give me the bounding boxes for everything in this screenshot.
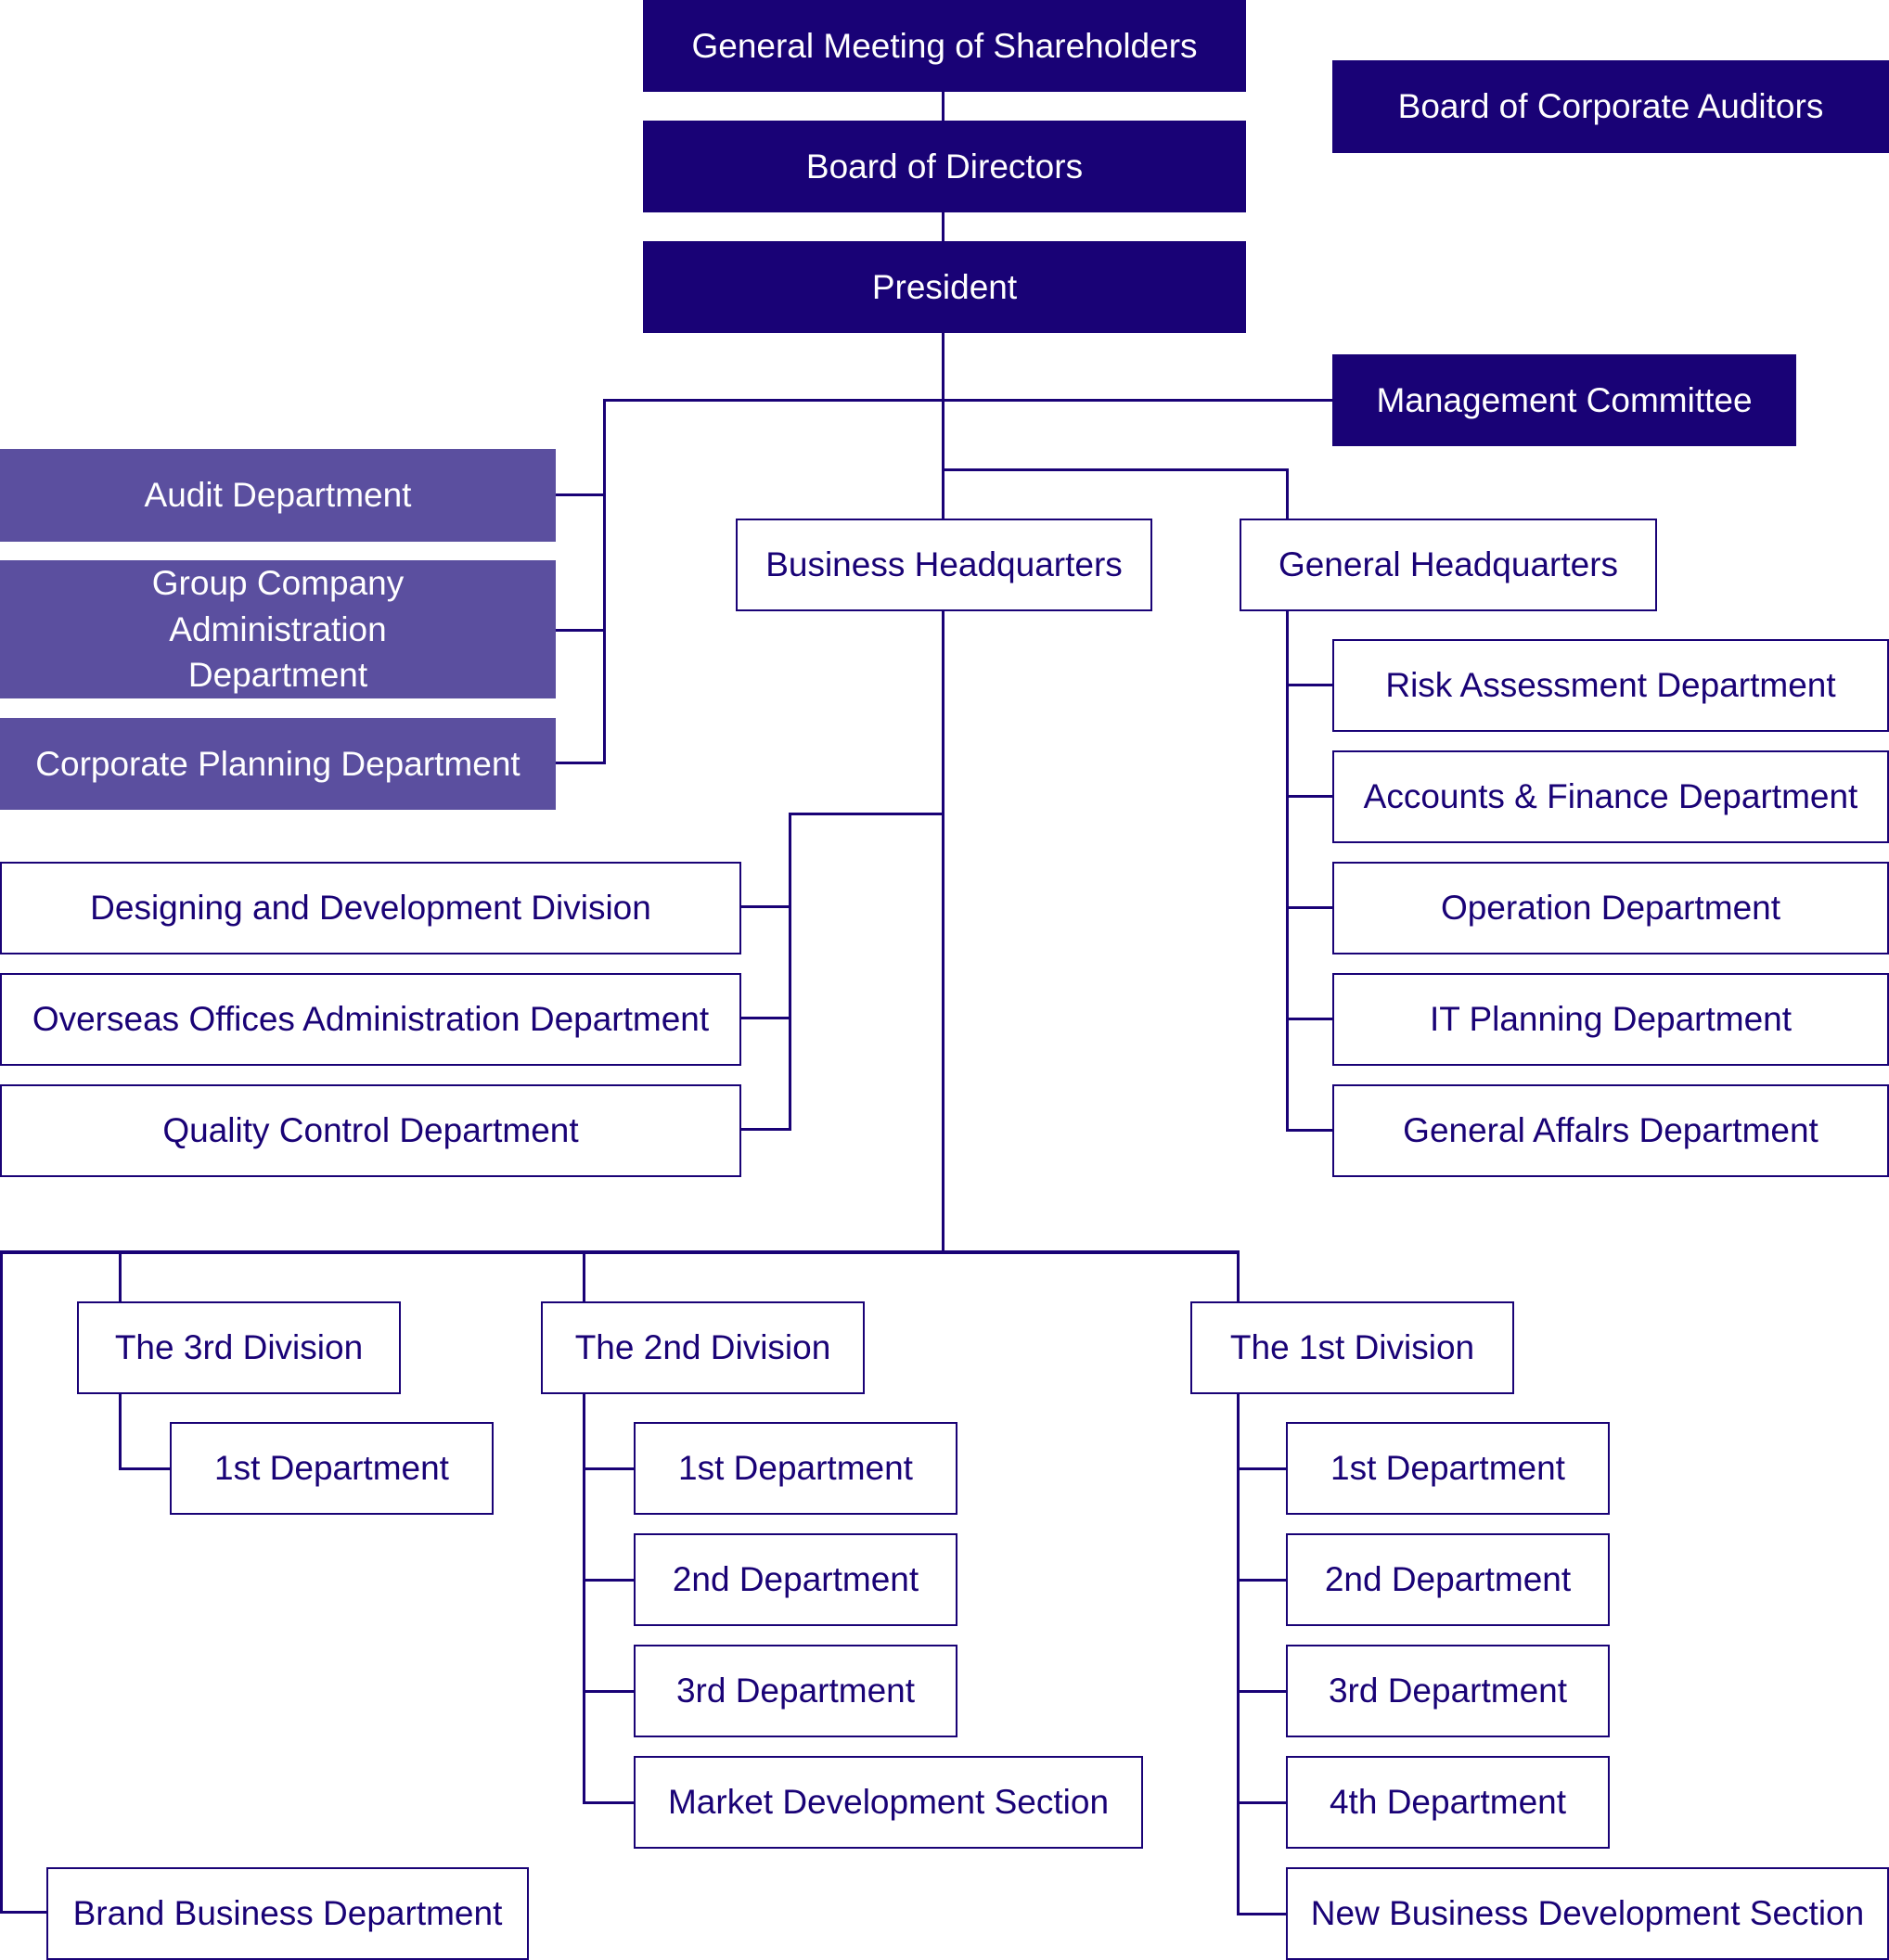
connector-line xyxy=(1237,1579,1287,1582)
general-hq-department: Risk Assessment Department xyxy=(1332,639,1889,732)
connector-line xyxy=(1286,684,1332,686)
group-company-admin-box: Group Company Administration Department xyxy=(0,560,556,698)
audit-department-box: Audit Department xyxy=(0,449,556,542)
connector-line xyxy=(1237,1392,1240,1915)
brand-business-box: Brand Business Department xyxy=(46,1867,529,1960)
division-department: New Business Development Section xyxy=(1286,1867,1889,1960)
business-hq-department: Designing and Development Division xyxy=(0,862,741,954)
connector-line xyxy=(789,813,791,1131)
division-department: 3rd Department xyxy=(1286,1645,1610,1737)
connector-line xyxy=(1286,468,1289,520)
connector-line xyxy=(119,1467,171,1470)
connector-line xyxy=(740,905,791,908)
connector-line xyxy=(1286,795,1332,798)
second-division-box: The 2nd Division xyxy=(541,1301,865,1394)
connector-line xyxy=(1286,1129,1332,1132)
connector-line xyxy=(1286,906,1332,909)
connector-line xyxy=(1237,1913,1287,1915)
connector-line xyxy=(942,332,944,1250)
corporate-planning-box: Corporate Planning Department xyxy=(0,718,556,810)
connector-line xyxy=(583,1467,635,1470)
division-department: 1st Department xyxy=(1286,1422,1610,1515)
board-of-directors-box: Board of Directors xyxy=(643,121,1246,212)
connector-line xyxy=(555,493,606,496)
connector-line xyxy=(0,1911,48,1914)
connector-line xyxy=(555,629,606,632)
connector-line xyxy=(942,91,944,121)
division-department: 2nd Department xyxy=(1286,1533,1610,1626)
general-hq-box: General Headquarters xyxy=(1240,519,1657,611)
connector-line xyxy=(583,1690,635,1693)
connector-line xyxy=(1237,1467,1287,1470)
connector-line xyxy=(942,211,944,241)
management-committee-box: Management Committee xyxy=(1332,354,1796,446)
connector-line xyxy=(789,813,944,815)
general-hq-department: IT Planning Department xyxy=(1332,973,1889,1066)
connector-line xyxy=(1237,1250,1240,1302)
connector-line xyxy=(1286,609,1289,1132)
connector-line xyxy=(583,1250,585,1302)
division-department: Market Development Section xyxy=(634,1756,1143,1849)
division-department: 1st Department xyxy=(634,1422,957,1515)
connector-line xyxy=(0,1250,3,1914)
connector-line xyxy=(1237,1690,1287,1693)
division-department: 4th Department xyxy=(1286,1756,1610,1849)
connector-line xyxy=(942,468,1289,471)
connector-line xyxy=(583,1801,635,1804)
connector-line xyxy=(583,1579,635,1582)
business-hq-department: Quality Control Department xyxy=(0,1084,741,1177)
division-department: 1st Department xyxy=(170,1422,494,1515)
connector-line xyxy=(603,399,606,764)
connector-line xyxy=(119,1250,122,1302)
connector-line xyxy=(583,1392,585,1803)
corporate-auditors-box: Board of Corporate Auditors xyxy=(1332,60,1889,153)
connector-line xyxy=(740,1128,791,1131)
third-division-box: The 3rd Division xyxy=(77,1301,401,1394)
connector-line xyxy=(740,1017,791,1019)
shareholders-box: General Meeting of Shareholders xyxy=(643,0,1246,92)
general-hq-department: Accounts & Finance Department xyxy=(1332,750,1889,843)
general-hq-department: Operation Department xyxy=(1332,862,1889,954)
business-hq-box: Business Headquarters xyxy=(736,519,1152,611)
division-department: 3rd Department xyxy=(634,1645,957,1737)
connector-line xyxy=(555,762,606,764)
first-division-box: The 1st Division xyxy=(1190,1301,1514,1394)
business-hq-department: Overseas Offices Administration Departme… xyxy=(0,973,741,1066)
connector-line xyxy=(603,399,1334,402)
division-department: 2nd Department xyxy=(634,1533,957,1626)
connector-line xyxy=(119,1392,122,1470)
president-box: President xyxy=(643,241,1246,333)
connector-line xyxy=(1237,1801,1287,1804)
connector-line xyxy=(0,1250,1240,1254)
connector-line xyxy=(1286,1018,1332,1020)
general-hq-department: General Affalrs Department xyxy=(1332,1084,1889,1177)
